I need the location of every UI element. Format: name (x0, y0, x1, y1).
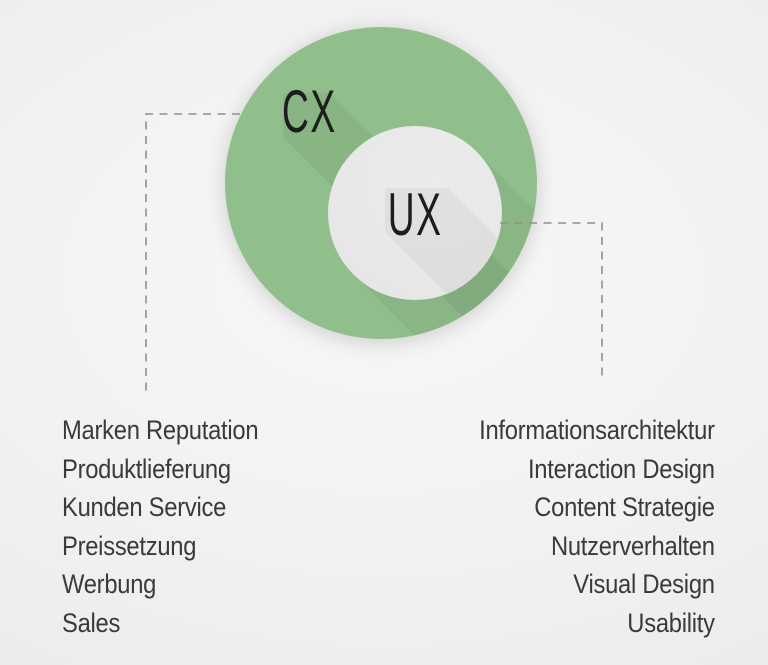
ux-term: Visual Design (573, 569, 716, 600)
ux-term: Nutzerverhalten (551, 530, 715, 561)
cx-term: Marken Reputation (62, 415, 259, 445)
ux-term: Interaction Design (528, 453, 715, 484)
ux-term: Informationsarchitektur (479, 415, 715, 445)
cx-term: Sales (62, 607, 121, 638)
ux-circle: UX (328, 126, 502, 300)
cx-term: Werbung (62, 569, 157, 600)
cx-term-list: Marken Reputation Produktlieferung Kunde… (62, 411, 259, 643)
ux-term: Usability (627, 607, 716, 638)
ux-long-shadow (385, 188, 502, 300)
cx-circle: CX UX (225, 27, 537, 339)
cx-label: CX (282, 78, 337, 145)
cx-term: Preissetzung (62, 530, 197, 561)
ux-term: Content Strategie (534, 492, 716, 523)
cx-term: Kunden Service (62, 492, 227, 523)
ux-label: UX (387, 181, 443, 248)
cx-term: Produktlieferung (62, 453, 231, 484)
ux-term-list: Informationsarchitektur Interaction Desi… (479, 411, 715, 643)
